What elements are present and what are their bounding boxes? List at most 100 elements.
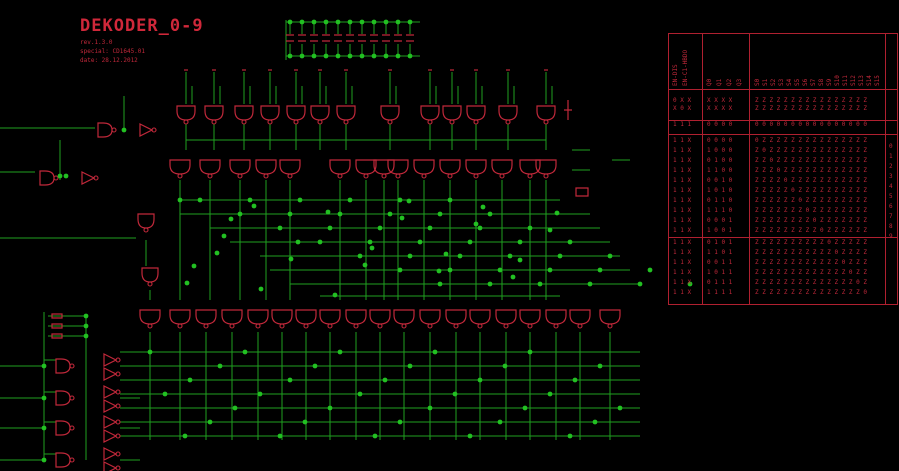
gate-bubble [447, 173, 453, 179]
junction-dot [242, 349, 248, 355]
nand-gate [295, 309, 317, 325]
gate-bubble [147, 323, 153, 329]
table-row-outputs: Z Z Z Z Z Z Z Z Z Z Z Z Z Z Z Z [755, 105, 867, 112]
junction-dot [407, 19, 413, 25]
junction-dot [359, 19, 365, 25]
table-row-outputs: Z 0 Z Z Z Z Z Z Z Z Z Z Z Z Z Z [755, 147, 867, 154]
gate-bubble [363, 173, 369, 179]
inverter-gate [103, 353, 118, 367]
table-digit-label: 2 [889, 163, 893, 170]
junction-dot [335, 19, 341, 25]
capacitor [346, 34, 354, 42]
table-row-outputs: Z Z Z Z Z 0 Z Z Z Z Z Z Z Z Z Z [755, 187, 867, 194]
gate-bubble [317, 119, 323, 125]
junction-dot [597, 363, 603, 369]
junction-dot [191, 263, 197, 269]
gate-bubble [337, 173, 343, 179]
inverter-gate [103, 415, 118, 429]
junction-dot [247, 197, 253, 203]
capacitor [310, 34, 318, 42]
junction-dot [557, 253, 563, 259]
junction-dot [325, 209, 331, 215]
table-digit-label: 8 [889, 223, 893, 230]
nand-gate [55, 452, 71, 468]
gate-bubble [543, 173, 549, 179]
junction-dot [337, 349, 343, 355]
junction-dot [182, 433, 188, 439]
junction-dot [592, 419, 598, 425]
gate-bubble [115, 357, 121, 363]
nand-gate [469, 309, 491, 325]
junction-dot [432, 349, 438, 355]
junction-dot [567, 239, 573, 245]
junction-dot [383, 19, 389, 25]
table-header-output: S12 [850, 75, 857, 86]
table-row-enable: 1 1 X [673, 187, 692, 194]
junction-dot [567, 433, 573, 439]
table-header-output: S6 [802, 78, 809, 86]
junction-dot [547, 391, 553, 397]
table-row-inputs: 1 0 0 0 [707, 147, 733, 154]
table-header-output: S4 [786, 78, 793, 86]
nand-gate [519, 159, 541, 175]
junction-dot [547, 227, 553, 233]
nand-gate [137, 213, 155, 229]
nand-gate [336, 105, 356, 121]
nand-gate [545, 309, 567, 325]
table-row-inputs: 0 0 0 0 [707, 121, 733, 128]
junction-dot [507, 253, 513, 259]
table-header-output: S15 [874, 75, 881, 86]
junction-dot [527, 349, 533, 355]
nand-gate [55, 358, 71, 374]
gate-bubble [115, 433, 121, 439]
capacitor [394, 34, 402, 42]
gate-bubble [255, 323, 261, 329]
junction-dot [214, 250, 220, 256]
wire-layer [0, 20, 640, 461]
table-row-enable: 1 1 X [673, 239, 692, 246]
junction-dot [517, 239, 523, 245]
gate-bubble [577, 323, 583, 329]
junction-dot [407, 53, 413, 59]
capacitor [334, 34, 342, 42]
gate-bubble [401, 323, 407, 329]
gate-bubble [421, 173, 427, 179]
junction-dot [362, 262, 368, 268]
nand-gate [310, 105, 330, 121]
table-row-enable: 1 1 X [673, 147, 692, 154]
nand-gate [393, 309, 415, 325]
junction-dot [407, 253, 413, 259]
junction-dot [395, 53, 401, 59]
junction-dot [184, 280, 190, 286]
schematic-title: DEKODER_0-9 [80, 16, 204, 36]
table-row-enable: 1 1 X [673, 269, 692, 276]
table-row-inputs: 1 0 0 1 [707, 227, 733, 234]
junction-dot [399, 215, 405, 221]
gate-bubble [69, 425, 75, 431]
table-digit-label: 4 [889, 183, 893, 190]
capacitor [370, 34, 378, 42]
table-header-output: S1 [762, 78, 769, 86]
nand-gate [535, 159, 557, 175]
inverter-gate [81, 171, 96, 185]
table-row-enable: 1 1 X [673, 217, 692, 224]
gate-bubble [381, 173, 387, 179]
table-header-input: Q2 [726, 78, 733, 86]
junction-dot [437, 281, 443, 287]
table-row-inputs: 1 1 0 0 [707, 167, 733, 174]
table-row-inputs: 0 1 0 0 [707, 157, 733, 164]
junction-dot [63, 173, 69, 179]
junction-dot [597, 267, 603, 273]
table-divider [885, 34, 886, 305]
gate-bubble [177, 323, 183, 329]
junction-dot [337, 211, 343, 217]
gate-bubble [143, 227, 149, 233]
nand-gate [169, 309, 191, 325]
junction-dot [83, 323, 89, 329]
nand-gate [369, 309, 391, 325]
table-row-enable: 1 1 X [673, 167, 692, 174]
gate-bubble [69, 457, 75, 463]
table-header-output: S2 [770, 78, 777, 86]
nand-gate [141, 267, 159, 283]
